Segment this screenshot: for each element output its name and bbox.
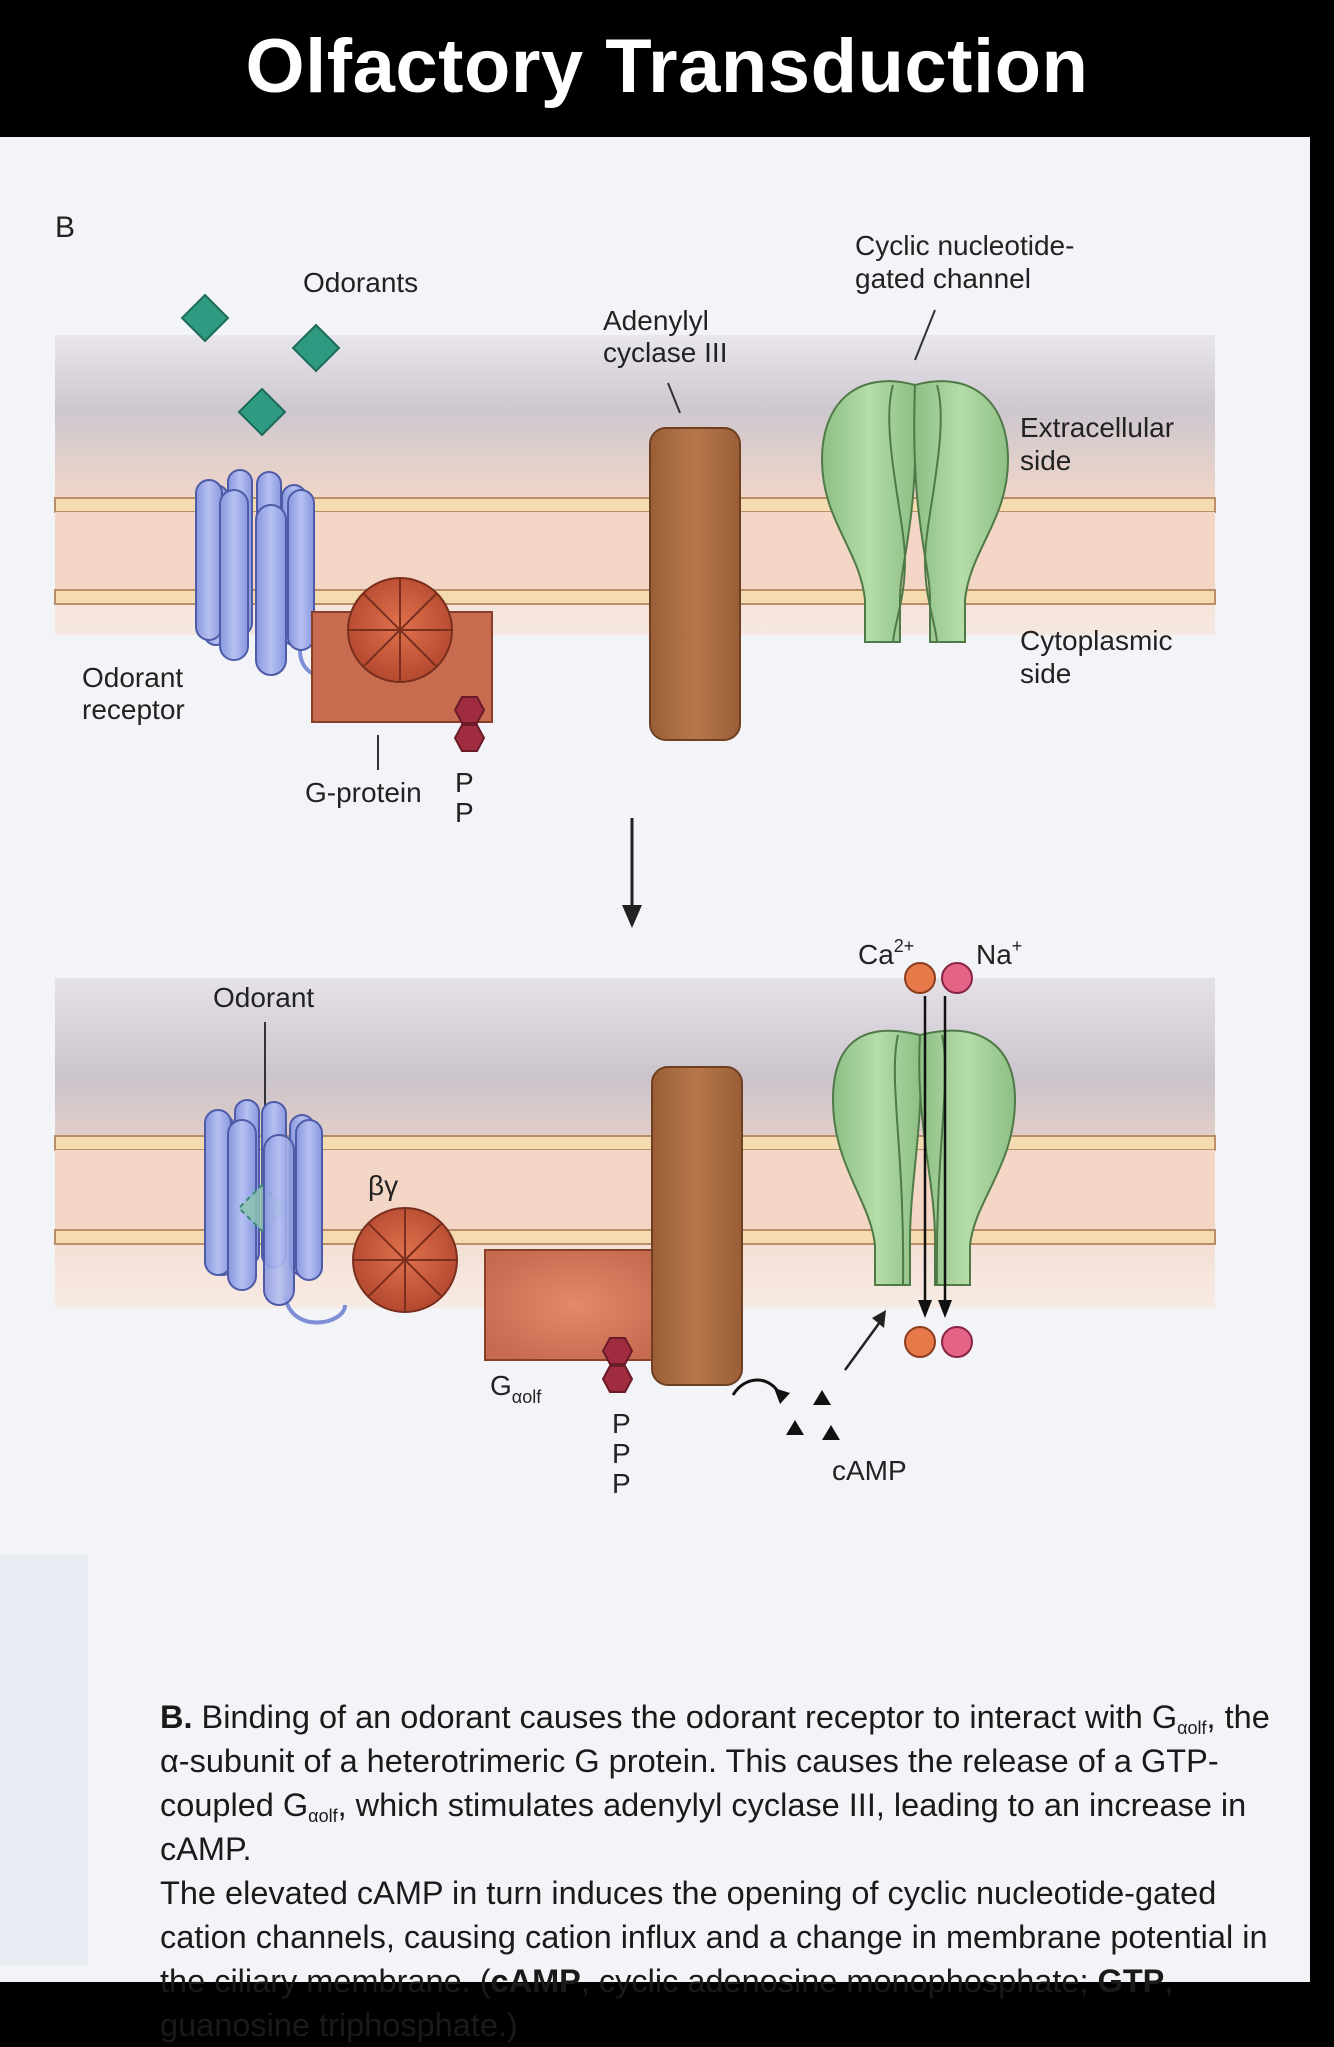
odorant-receptor-bottom	[204, 1099, 347, 1325]
caption-paragraph: B. Binding of an odorant causes the odor…	[160, 1699, 1270, 1867]
cng-channel-top	[820, 380, 1010, 643]
phosphate-label: P	[612, 1408, 631, 1439]
panel-letter: B	[55, 211, 75, 244]
calcium-label: Ca2+	[858, 936, 914, 970]
sodium-ion-icon	[941, 1326, 973, 1358]
phosphate-label: P	[455, 767, 474, 798]
phosphate-label: P	[612, 1468, 631, 1499]
transduction-diagram: B Odorants Odorant receptor	[0, 137, 1310, 1982]
adenylyl-cyclase-bottom	[651, 1066, 743, 1386]
cng-channel-bottom	[831, 1029, 1017, 1286]
odorant-receptor-label-1: Odorant	[82, 662, 183, 693]
odorant-molecules	[180, 293, 341, 437]
beta-gamma-label: βγ	[368, 1170, 398, 1201]
down-arrow-icon	[622, 818, 642, 928]
calcium-ion-icon	[904, 1326, 936, 1358]
g-protein-label: G-protein	[305, 777, 422, 808]
gtp-icon	[601, 1337, 634, 1393]
phosphate-label: P	[612, 1438, 631, 1469]
cytoplasmic-label-1: Cytoplasmic	[1020, 625, 1172, 656]
cation-influx	[904, 962, 973, 1358]
cytoplasmic-label-2: side	[1020, 658, 1071, 689]
adenylyl-label-1: Adenylyl	[603, 305, 709, 336]
odorant-icon	[237, 387, 287, 437]
channel-label-2: gated channel	[855, 263, 1031, 294]
phosphate-label: P	[455, 797, 474, 828]
adenylyl-cyclase-top	[649, 427, 741, 741]
sodium-label: Na+	[976, 936, 1022, 970]
g-alpha-olf	[484, 1249, 666, 1361]
odorant-label: Odorant	[213, 982, 314, 1013]
odorant-icon	[291, 323, 341, 373]
odorant-receptor-label-2: receptor	[82, 694, 185, 725]
page-title: Olfactory Transduction	[245, 23, 1089, 109]
g-protein-top	[311, 577, 493, 752]
g-alpha-olf-label: Gαolf	[490, 1370, 542, 1407]
figure-caption: B. Binding of an odorant causes the odor…	[160, 1695, 1280, 2047]
caption-paragraph: The elevated cAMP in turn induces the op…	[160, 1875, 1268, 2043]
odorant-receptor-top	[195, 469, 350, 680]
extracellular-label-1: Extracellular	[1020, 412, 1174, 443]
odorant-icon	[180, 293, 230, 343]
figure-panel: B Odorants Odorant receptor	[0, 137, 1310, 2043]
calcium-ion-icon	[904, 962, 936, 994]
camp-label: cAMP	[832, 1455, 907, 1486]
camp-molecules	[786, 1390, 840, 1440]
sodium-ion-icon	[941, 962, 973, 994]
channel-label-1: Cyclic nucleotide-	[855, 230, 1074, 261]
gdp-icon	[453, 696, 486, 724]
odorants-label: Odorants	[303, 267, 418, 298]
adenylyl-label-2: cyclase III	[603, 337, 727, 368]
beta-gamma-subunit	[352, 1207, 458, 1313]
extracellular-label-2: side	[1020, 445, 1071, 476]
